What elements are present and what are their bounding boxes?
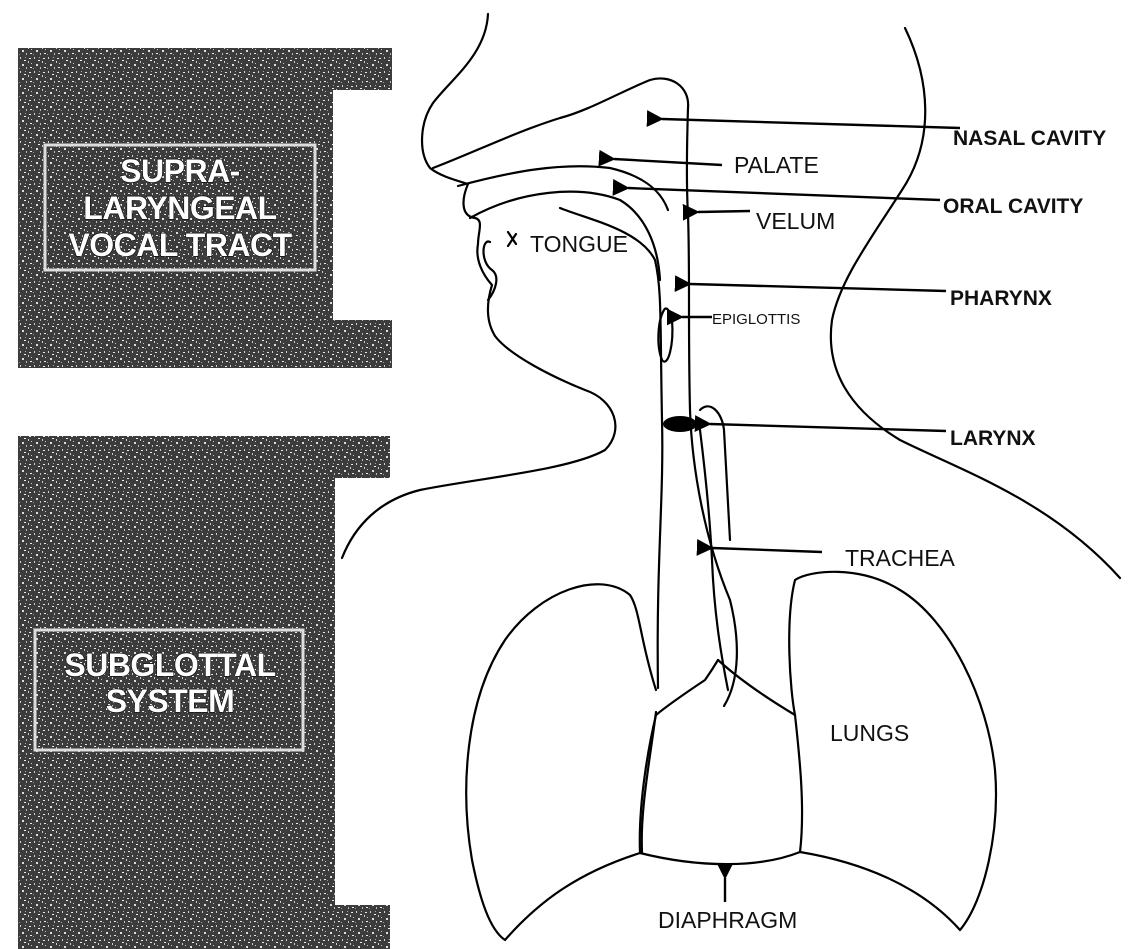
diaphragm-curve — [640, 852, 800, 864]
right-lung — [718, 572, 996, 930]
subglottal-panel: SUBGLOTTAL SYSTEM — [18, 436, 390, 949]
arrow-trachea — [712, 548, 822, 552]
arrow-oral-cavity — [628, 188, 940, 200]
label-tongue: TONGUE — [530, 231, 628, 257]
label-epiglottis: EPIGLOTTIS — [712, 311, 800, 328]
supra-title-line2: LARYNGEAL — [83, 190, 276, 226]
arrow-pharynx — [690, 284, 946, 291]
larynx-glottis — [663, 416, 697, 432]
left-lung — [466, 584, 718, 940]
arrow-velum — [698, 211, 750, 212]
arrow-nasal-cavity — [662, 119, 960, 128]
label-lungs: LUNGS — [830, 720, 909, 746]
pharynx-front — [560, 208, 662, 688]
subglottal-title-line1: SUBGLOTTAL — [64, 647, 275, 683]
label-nasal-cavity: NASAL CAVITY — [953, 127, 1106, 150]
label-pharynx: PHARYNX — [950, 287, 1052, 310]
label-palate: PALATE — [734, 152, 819, 178]
supra-title-line1: SUPRA- — [120, 153, 240, 189]
supra-laryngeal-panel: SUPRA- LARYNGEAL VOCAL TRACT — [18, 48, 392, 368]
label-diaphragm: DIAPHRAGM — [658, 907, 797, 933]
arrow-larynx — [710, 424, 946, 431]
label-velum: VELUM — [756, 208, 835, 234]
pharynx-back — [688, 215, 737, 706]
label-oral-cavity: ORAL CAVITY — [943, 195, 1083, 218]
diagram-labels: NASAL CAVITY PALATE ORAL CAVITY VELUM TO… — [530, 127, 1106, 933]
label-larynx: LARYNX — [950, 427, 1036, 450]
anatomy-outline — [342, 14, 1120, 940]
subglottal-title-line2: SYSTEM — [106, 683, 235, 719]
nasal-cavity-wall — [433, 78, 688, 215]
label-arrows — [614, 119, 960, 902]
supra-title-line3: VOCAL TRACT — [68, 227, 292, 263]
arrow-palate — [614, 159, 722, 165]
tongue-tip — [508, 232, 516, 246]
trachea-wall — [700, 430, 728, 690]
label-trachea: TRACHEA — [845, 545, 956, 571]
